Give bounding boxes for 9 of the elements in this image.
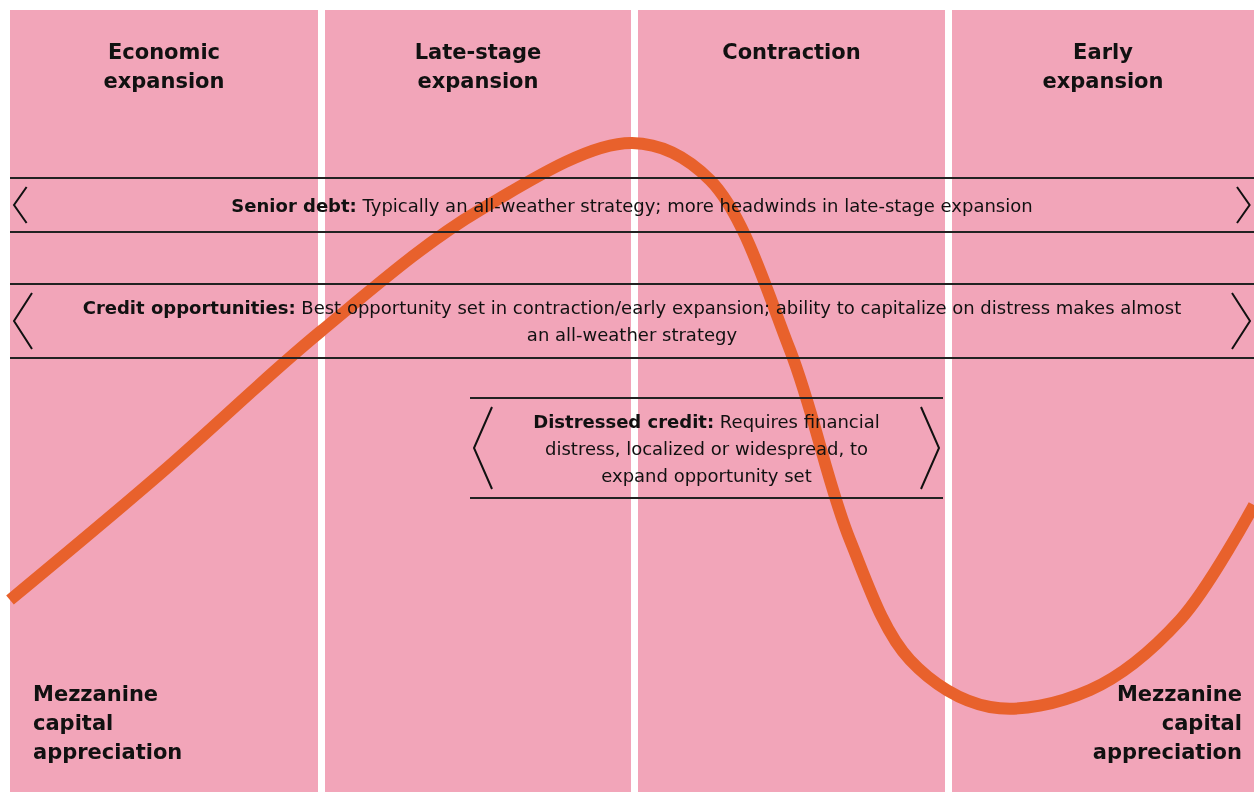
phase-heading: Contraction [721, 39, 862, 66]
strategy-label: Mezzanine capital appreciation [1091, 681, 1242, 766]
phase-heading: Late-stage expansion [413, 39, 543, 95]
strategy-band [10, 177, 1254, 233]
strategy-band [470, 397, 943, 499]
phase-heading: Early expansion [1041, 39, 1165, 95]
phase-heading: Economic expansion [102, 39, 226, 95]
strategy-band [10, 283, 1254, 359]
strategy-label: Mezzanine capital appreciation [33, 681, 184, 766]
